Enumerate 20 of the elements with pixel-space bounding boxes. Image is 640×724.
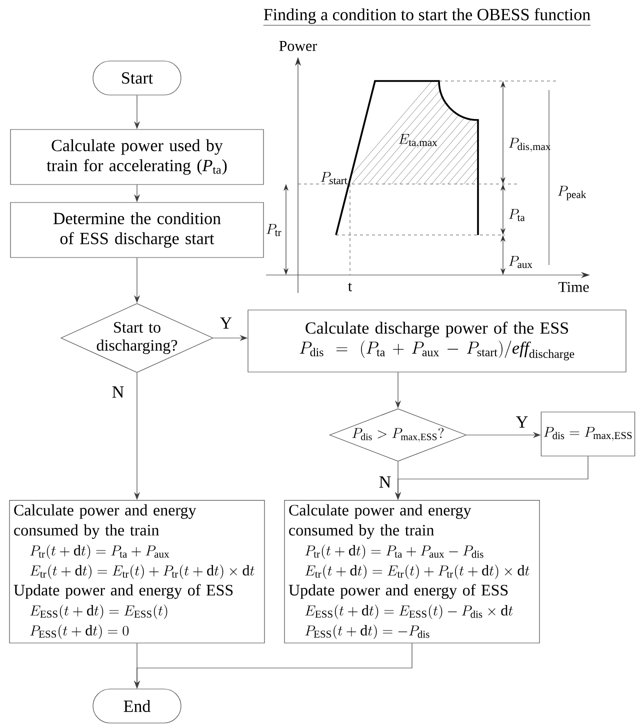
process-box: Calculate power and energy consumed by the train $P_{\mathrm{tr}}(t+\mathrm{d}t)=P_{\mathrm{ta}}+P_{\mathrm{aux}}-P_{\mathrm{dis}}$ $E_{\mathrm{tr}}(t+\mathrm{d}t) = E_{\mathrm{tr}}(t)+P_{\mathrm{tr}}(t+\mathrm{d}t)\times\mathrm{d}t$ Update power and energy of ESS $E_{\mathrm{ESS}}(t+\mathrm{d}t)=E_{\mathrm{ESS}}(t)-P_{\mathrm{dis}}\times\mathrm{d}t$ $P_{\mathrm{ESS}}(t+\mathrm{d}t)=-P_{\mathrm{dis}}$ (284, 500, 540, 644)
process-box: Calculate power used by train for accelerating (P$_{ta}$) (10, 129, 264, 185)
chart-label: Power (279, 41, 318, 51)
process-box: Determine the condition of ESS discharge start (10, 202, 264, 258)
edge-label: N (110, 385, 126, 399)
edge-label: Y (514, 415, 530, 429)
edge-label: Y (218, 316, 234, 330)
chart-label: $E_{\mathrm{ta,max}}$ (398, 134, 438, 148)
chart-label: t (348, 282, 352, 292)
chart-label: $P_{\mathrm{peak}}$ (558, 186, 586, 200)
edge-label: N (378, 475, 392, 489)
chart-title: Finding a condition to start the OBESS function (263, 8, 591, 26)
chart-label: Time (558, 282, 589, 292)
process-box: $P_{\mathrm{dis}}=P_{\mathrm{max,ESS}}$ (540, 412, 636, 456)
chart-label: $P_{\mathrm{dis,max}}$ (508, 138, 551, 152)
chart-label: $P_{\mathrm{aux}}$ (508, 256, 532, 268)
process-box: Calculate discharge power of the ESS $P_{\mathrm{dis}} = (P_{\mathrm{ta}} + P_{\mathrm{aux}} - P_{\mathrm{start}})/\mathit{eff}_{\mathrm{discharge}}$ (248, 310, 626, 372)
process-box: Calculate power and energy consumed by the train $P_{\mathrm{tr}}(t+\mathrm{d}t)=P_{\mathrm{ta}}+P_{\mathrm{aux}}$ $E_{\mathrm{tr}}(t+\mathrm{d}t)=E_{\mathrm{tr}}(t)+P_{\mathrm{tr}}(t+\mathrm{d}t)\times\mathrm{d}t$ Update power and energy of ESS $E_{\mathrm{ESS}}(t+\mathrm{d}t)=E_{\mathrm{ESS}}(t)$ $P_{\mathrm{ESS}}(t+\mathrm{d}t)=0$ (9, 500, 265, 644)
chart-label: $P_{\mathrm{ta}}$ (508, 208, 525, 222)
chart-label: $P_{\mathrm{start}}$ (320, 172, 348, 184)
